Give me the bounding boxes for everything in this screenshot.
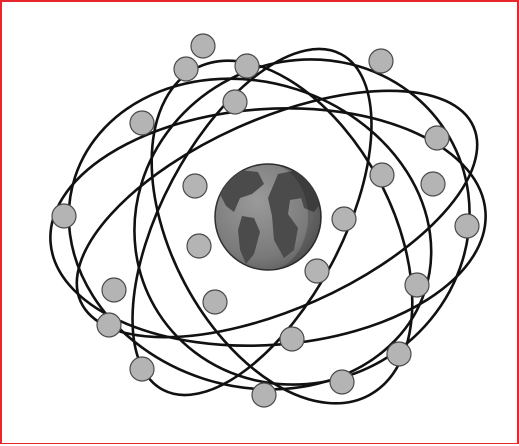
- satellite: [223, 90, 247, 114]
- satellite: [102, 278, 126, 302]
- satellite: [387, 342, 411, 366]
- satellite: [130, 357, 154, 381]
- satellite: [280, 327, 304, 351]
- satellite: [174, 57, 198, 81]
- satellite: [330, 370, 354, 394]
- satellite: [455, 214, 479, 238]
- satellite: [405, 273, 429, 297]
- satellite: [183, 174, 207, 198]
- satellite: [425, 126, 449, 150]
- satellite: [332, 207, 356, 231]
- satellite: [187, 234, 211, 258]
- satellite: [130, 111, 154, 135]
- satellite: [305, 259, 329, 283]
- satellite: [369, 49, 393, 73]
- satellite: [235, 54, 259, 78]
- satellite: [252, 383, 276, 407]
- satellite: [370, 163, 394, 187]
- satellite: [52, 204, 76, 228]
- satellite: [421, 172, 445, 196]
- satellite: [191, 34, 215, 58]
- satellite: [203, 290, 227, 314]
- earth-globe: [215, 164, 322, 270]
- satellite: [97, 313, 121, 337]
